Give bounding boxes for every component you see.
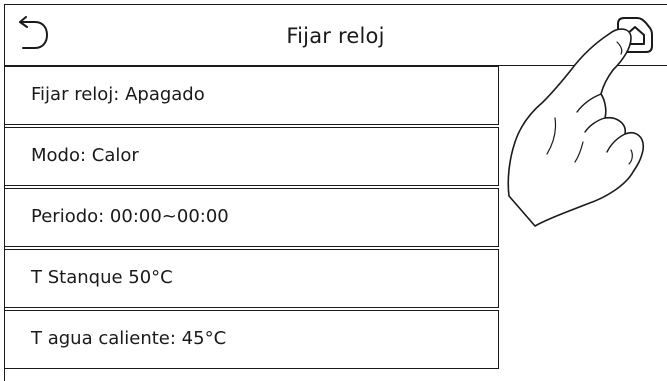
back-arrow-icon [19,16,49,49]
menu-item-label: T agua caliente: 45°C [31,328,227,349]
back-button[interactable] [16,16,50,52]
menu-item-label: Fijar reloj: Apagado [31,84,205,105]
menu-item-label: T Stanque 50°C [31,267,173,288]
page-title: Fijar reloj [286,24,385,48]
menu-item-label: Periodo: 00:00~00:00 [31,206,229,227]
menu-item-fijar-reloj[interactable]: Fijar reloj: Apagado [4,66,499,125]
header-bar: Fijar reloj [4,4,667,66]
menu-item-t-agua-caliente[interactable]: T agua caliente: 45°C [4,310,499,369]
menu-item-modo[interactable]: Modo: Calor [4,127,499,186]
pointing-hand-illustration [507,28,645,227]
settings-menu: Fijar reloj: Apagado Modo: Calor Periodo… [4,66,499,371]
menu-item-t-stanque[interactable]: T Stanque 50°C [4,249,499,308]
menu-item-label: Modo: Calor [31,145,139,166]
menu-item-periodo[interactable]: Periodo: 00:00~00:00 [4,188,499,247]
